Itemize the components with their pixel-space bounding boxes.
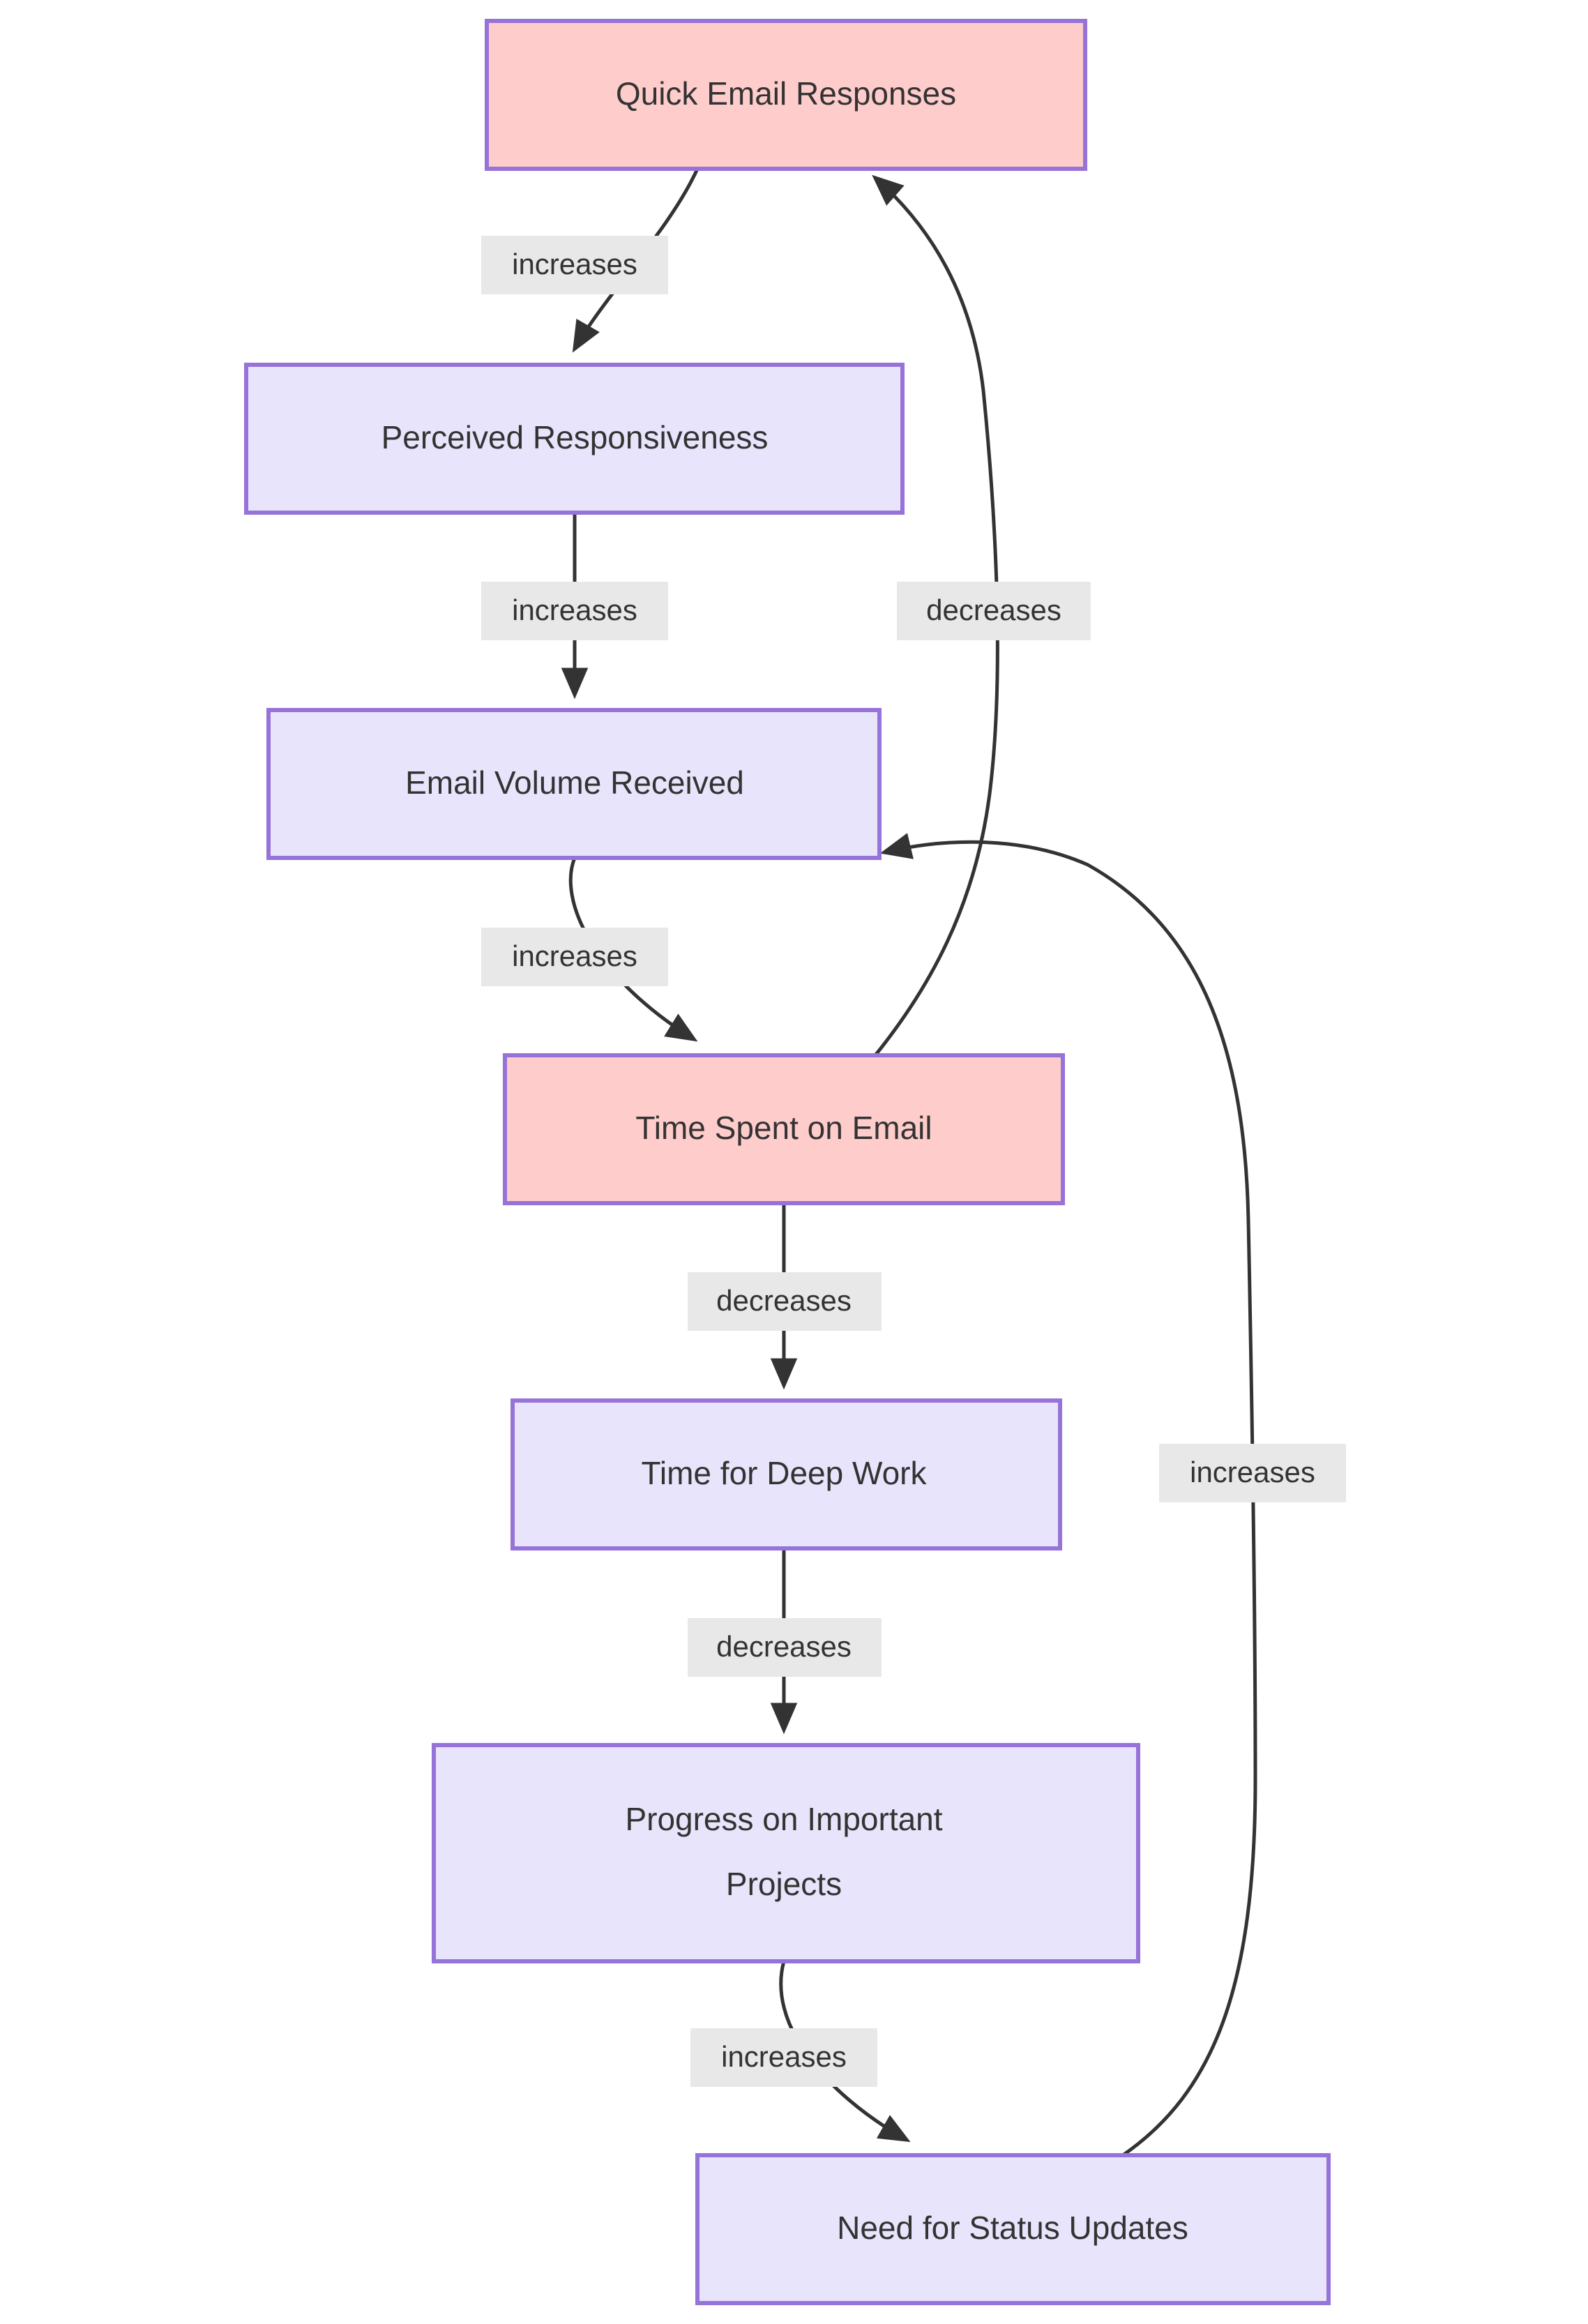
edge-label-bg: [481, 928, 668, 986]
edge-label-bg: [1159, 1444, 1346, 1502]
node-progress-on-important-projects[interactable]: Progress on Important Projects: [432, 1743, 1140, 1963]
edge-label-text: increases: [512, 940, 637, 972]
edge-label-quick-to-perceived: increases: [481, 236, 668, 294]
edge-label-text: increases: [512, 594, 637, 626]
node-quick-email-responses[interactable]: Quick Email Responses: [485, 19, 1087, 171]
node-need-for-status-updates-label: Need for Status Updates: [837, 2210, 1188, 2246]
edge-label-progress-to-status: increases: [690, 2028, 877, 2087]
edge-label-status-to-volume: increases: [1159, 1444, 1346, 1502]
edge-label-bg: [688, 1618, 882, 1677]
node-time-for-deep-work-label: Time for Deep Work: [642, 1455, 928, 1491]
edge-label-text: increases: [1190, 1456, 1315, 1488]
node-time-for-deep-work[interactable]: Time for Deep Work: [511, 1398, 1062, 1550]
node-time-spent-on-email[interactable]: Time Spent on Email: [503, 1053, 1065, 1205]
edge-label-text: increases: [721, 2040, 847, 2073]
edge-label-text: decreases: [926, 594, 1061, 626]
node-need-for-status-updates-rect[interactable]: [695, 2153, 1331, 2305]
node-time-spent-on-email-label: Time Spent on Email: [635, 1110, 932, 1146]
node-progress-on-important-projects-label-line1: Progress on Important: [625, 1801, 942, 1837]
node-perceived-responsiveness-label: Perceived Responsiveness: [381, 419, 769, 455]
node-email-volume-received-label: Email Volume Received: [405, 764, 744, 801]
node-progress-on-important-projects-label-line2: Projects: [726, 1866, 842, 1902]
edge-label-bg: [688, 1272, 882, 1331]
node-email-volume-received-rect[interactable]: [266, 708, 882, 860]
edge-label-volume-to-time-spent: increases: [481, 928, 668, 986]
node-perceived-responsiveness[interactable]: Perceived Responsiveness: [244, 363, 905, 515]
edge-label-time-spent-to-deep-work: decreases: [688, 1272, 882, 1331]
edge-label-text: decreases: [716, 1284, 852, 1317]
edge-label-deep-work-to-progress: decreases: [688, 1618, 882, 1677]
edge-labels-layer: increases increases increases decreases …: [481, 236, 1346, 2087]
edge-label-bg: [690, 2028, 877, 2087]
node-quick-email-responses-label: Quick Email Responses: [616, 75, 956, 112]
node-quick-email-responses-rect[interactable]: [485, 19, 1087, 171]
edge-label-text: decreases: [716, 1630, 852, 1663]
edge-label-bg: [897, 582, 1091, 640]
edge-label-bg: [481, 236, 668, 294]
node-need-for-status-updates[interactable]: Need for Status Updates: [695, 2153, 1331, 2305]
node-progress-on-important-projects-rect[interactable]: [432, 1743, 1140, 1963]
node-perceived-responsiveness-rect[interactable]: [244, 363, 905, 515]
node-email-volume-received[interactable]: Email Volume Received: [266, 708, 882, 860]
node-time-spent-on-email-rect[interactable]: [503, 1053, 1065, 1205]
edge-status-to-volume: [879, 833, 1257, 2157]
edge-label-text: increases: [512, 248, 637, 280]
node-time-for-deep-work-rect[interactable]: [511, 1398, 1062, 1550]
nodes-layer: Quick Email Responses Perceived Responsi…: [244, 19, 1331, 2305]
edge-label-perceived-to-volume: increases: [481, 582, 668, 640]
edge-label-time-spent-to-quick: decreases: [897, 582, 1091, 640]
edge-label-bg: [481, 582, 668, 640]
